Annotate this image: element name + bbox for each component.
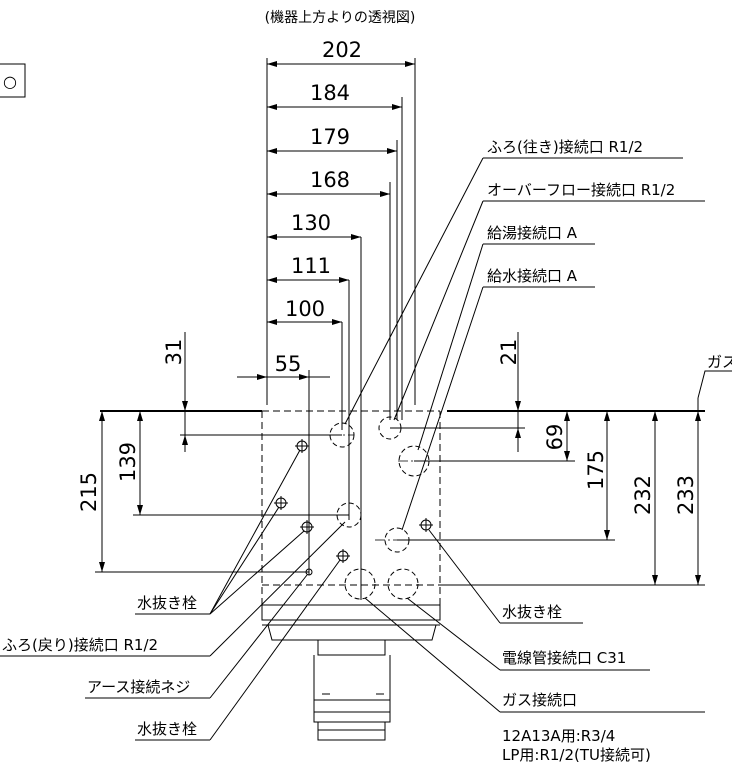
dim-111: 111	[291, 254, 331, 278]
label-drain-plug-3: 水抜き栓	[502, 603, 562, 621]
dim-175: 175	[584, 450, 608, 490]
dim-100: 100	[285, 297, 325, 321]
corner-mark: ○	[3, 72, 17, 91]
dim-168: 168	[310, 168, 350, 192]
dim-130: 130	[291, 211, 331, 235]
dim-215: 215	[77, 472, 101, 512]
left-labels: 水抜き栓 ふろ(戻り)接続口 R1/2 アース接続ネジ 水抜き栓	[0, 449, 346, 741]
left-dimensions: 31 139 215	[77, 332, 349, 573]
dim-69: 69	[543, 424, 567, 451]
dim-31: 31	[162, 339, 186, 366]
unit-body	[100, 410, 705, 741]
label-gas-spec-2: LP用:R1/2(TU接続可)	[502, 746, 651, 764]
dim-139: 139	[116, 442, 140, 482]
label-overflow: オーバーフロー接続口 R1/2	[487, 181, 675, 199]
label-gas: ガス	[707, 353, 732, 371]
dim-232: 232	[631, 475, 655, 515]
label-furo-out: ふろ(往き)接続口 R1/2	[487, 138, 643, 156]
top-dimensions: 202 184 179 168 130 111 100 55	[237, 38, 416, 600]
caption: (機器上方よりの透視図)	[265, 10, 416, 26]
label-gas-spec-1: 12A13A用:R3/4	[502, 727, 615, 745]
dim-184: 184	[310, 81, 350, 105]
label-furo-return: ふろ(戻り)接続口 R1/2	[2, 636, 158, 654]
dim-55: 55	[275, 352, 302, 376]
dim-21: 21	[497, 339, 521, 366]
label-drain-plug-1: 水抜き栓	[137, 594, 197, 612]
corner-box: ○	[0, 63, 26, 98]
label-water-supply: 給水接続口 A	[487, 267, 578, 285]
label-gas-conn: ガス接続口	[502, 691, 577, 709]
right-dimensions: 21 69 175 232 233 ガス	[390, 332, 732, 585]
label-earth-screw: アース接続ネジ	[87, 678, 190, 696]
dim-233: 233	[674, 475, 698, 515]
label-drain-plug-2: 水抜き栓	[137, 720, 197, 738]
dim-202: 202	[322, 38, 362, 62]
right-labels: ふろ(往き)接続口 R1/2 オーバーフロー接続口 R1/2 給湯接続口 A 給…	[344, 138, 705, 531]
label-conduit: 電線管接続口 C31	[502, 649, 626, 667]
dim-179: 179	[310, 125, 350, 149]
bottom-right-labels: 水抜き栓 電線管接続口 C31 ガス接続口 12A13A用:R3/4 LP用:R…	[364, 529, 705, 764]
port-gas-right	[387, 568, 419, 600]
port-gas-left	[344, 568, 376, 600]
label-hot-water: 給湯接続口 A	[487, 224, 578, 242]
